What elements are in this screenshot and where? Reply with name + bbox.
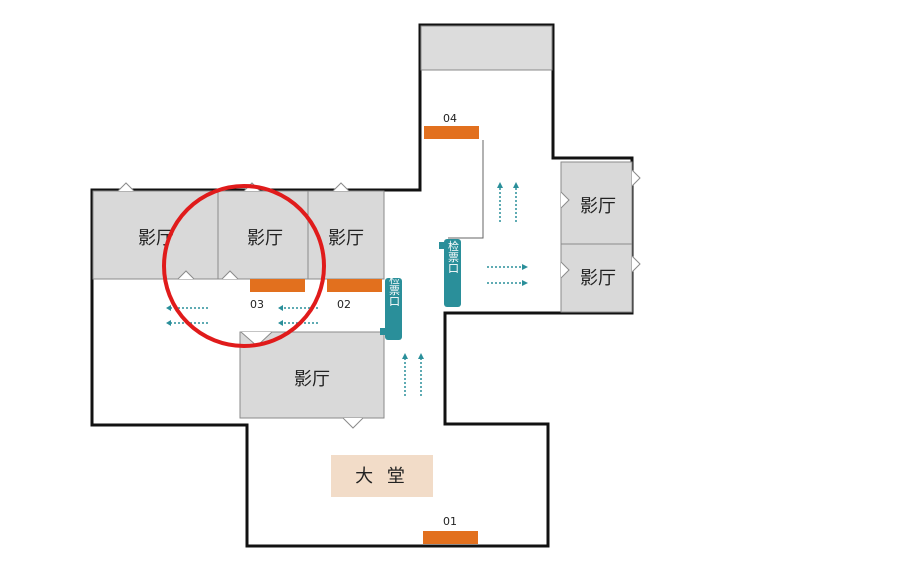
door-02-label: 02 [337,298,351,311]
hall-label: 影厅 [294,369,330,390]
ticket-gate-lower[interactable]: 检票口 [380,272,402,340]
hall-left-3[interactable]: 影厅 [307,182,385,280]
arrows-upper-corridor [487,182,528,286]
door-02-bar [327,279,382,292]
door-03-label: 03 [250,298,264,311]
hall-left-1[interactable]: 影厅 [92,182,219,280]
door-01-label: 01 [443,515,457,528]
ticket-gate-upper[interactable]: 检票口 [439,239,461,307]
corridor-line [448,140,484,239]
hall-label: 影厅 [580,268,616,289]
hall-left-2[interactable]: 影厅 [217,182,309,280]
hall-label: 影厅 [328,228,364,249]
door-04-label: 04 [443,112,457,125]
door-04-bar [424,126,479,139]
top-room-block [420,25,553,71]
hall-label: 影厅 [247,228,283,249]
hall-right-2[interactable]: 影厅 [560,243,641,313]
hall-right-1[interactable]: 影厅 [560,161,641,245]
hall-bottom[interactable]: 影厅 [239,331,385,429]
gate-label: 检票口 [388,272,401,306]
lobby[interactable]: 大 堂 [331,455,433,497]
door-01-bar [423,531,478,544]
gate-label: 检票口 [447,239,460,273]
highlight-circle [162,184,326,348]
arrows-lower-corridor [402,353,424,396]
lobby-label: 大 堂 [355,466,409,487]
hall-label: 影厅 [138,228,174,249]
door-03-bar [250,279,305,292]
hall-label: 影厅 [580,196,616,217]
